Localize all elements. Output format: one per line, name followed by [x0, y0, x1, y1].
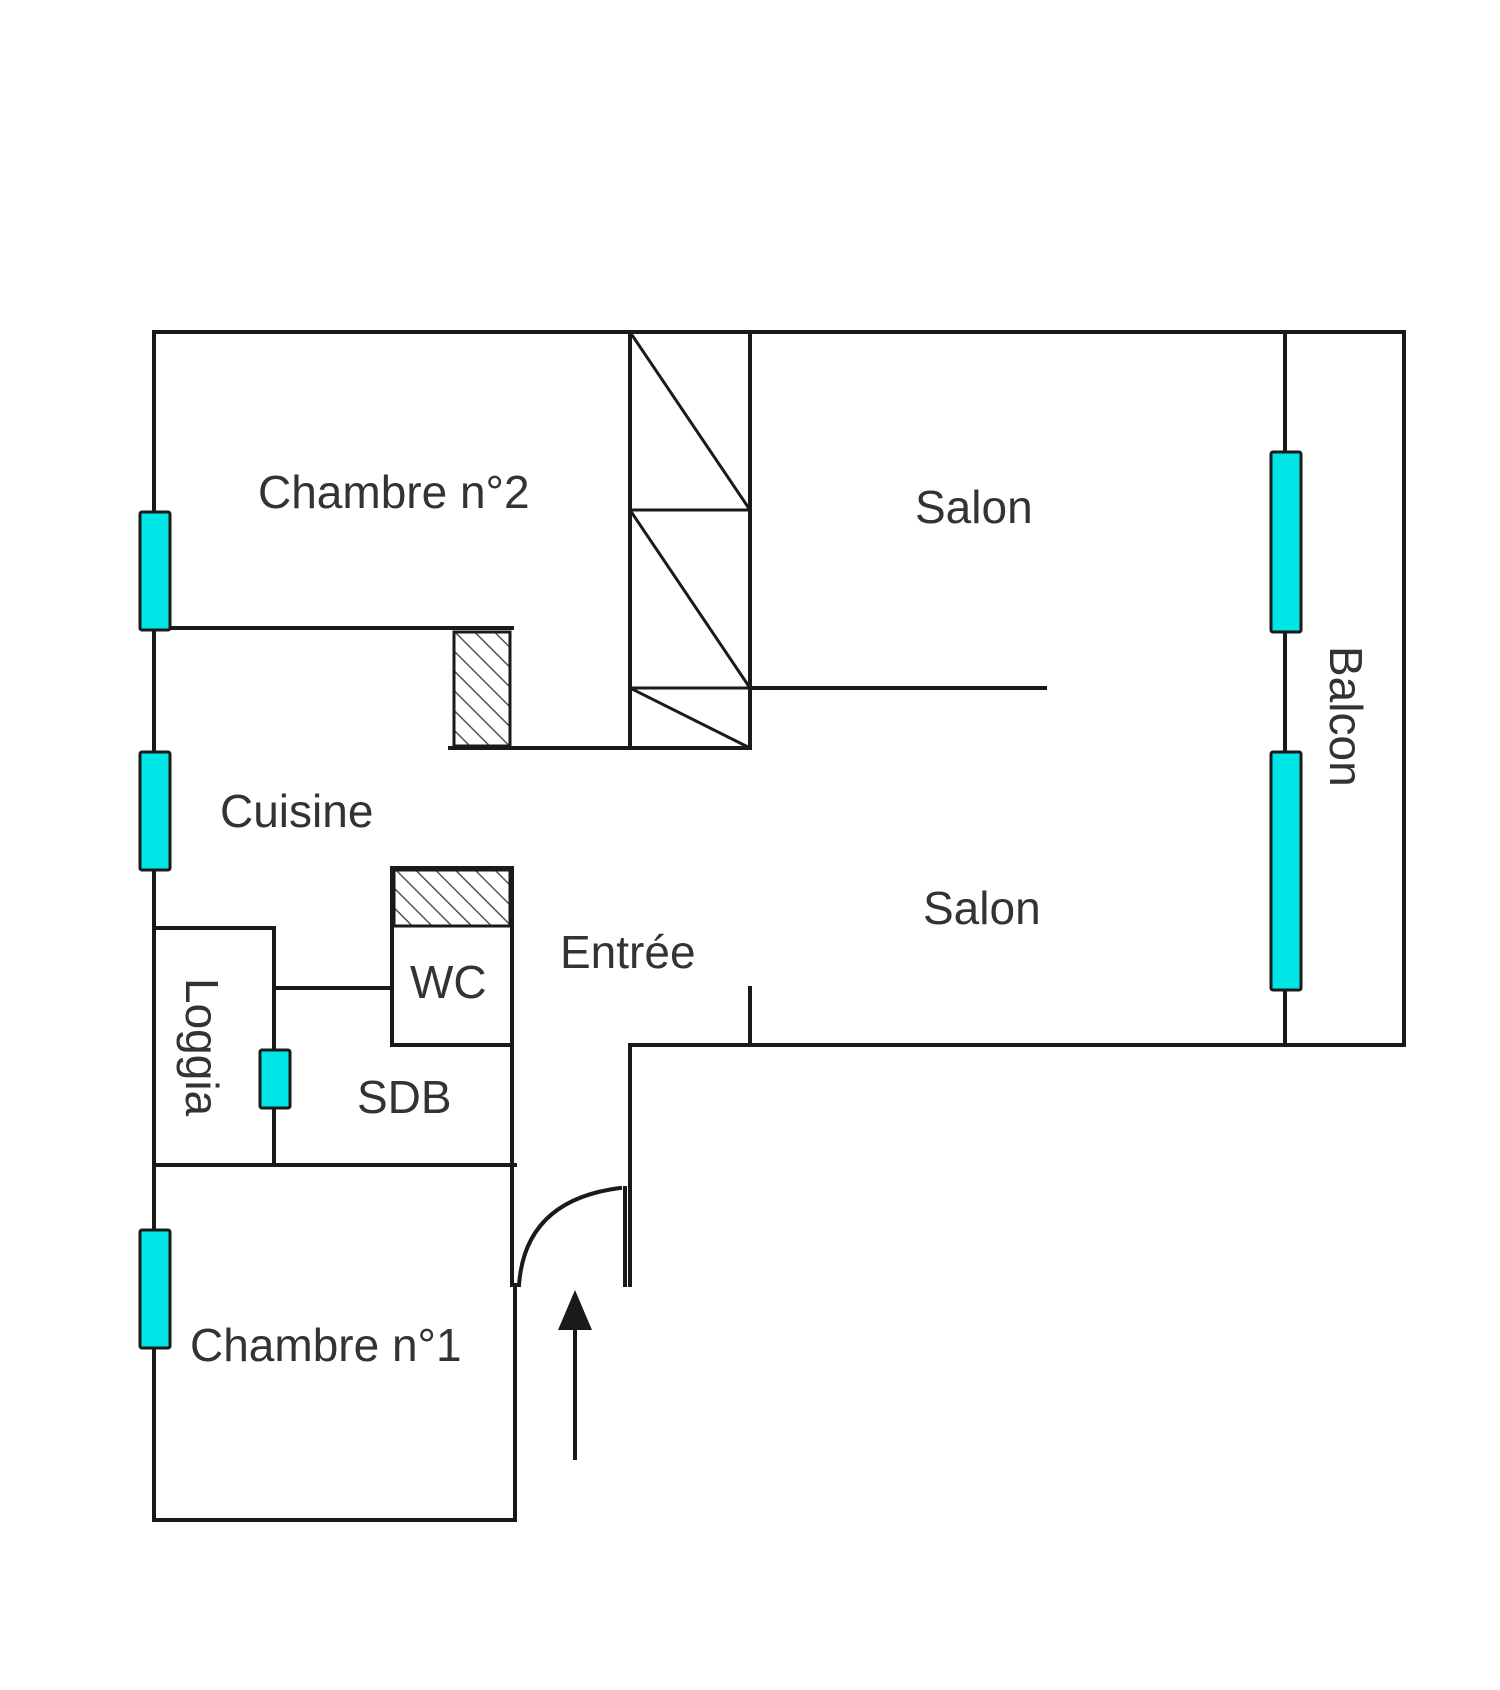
- label-cuisine: Cuisine: [220, 785, 373, 837]
- window-cuisine: [138, 750, 172, 872]
- label-wc: WC: [410, 956, 487, 1008]
- window-salon-bottom: [1269, 750, 1303, 992]
- label-chambre1: Chambre n°1: [190, 1319, 462, 1371]
- window-chambre1: [138, 1228, 172, 1350]
- windows: [138, 450, 1303, 1350]
- window-salon-top: [1269, 450, 1303, 634]
- label-chambre2: Chambre n°2: [258, 466, 530, 518]
- label-sdb: SDB: [357, 1071, 452, 1123]
- hatched-duct: [392, 868, 512, 928]
- label-entree: Entrée: [560, 926, 696, 978]
- label-balcon: Balcon: [1320, 646, 1372, 787]
- staircase: [628, 331, 752, 750]
- label-salon-bottom: Salon: [923, 882, 1041, 934]
- up-arrow-icon: [558, 1290, 592, 1460]
- label-loggia: Loggia: [176, 978, 228, 1117]
- label-salon-top: Salon: [915, 481, 1033, 533]
- hatched-column: [452, 630, 512, 748]
- interior-walls: [152, 330, 1287, 1287]
- window-chambre2: [138, 510, 172, 632]
- door-swing-icon: [516, 1185, 623, 1288]
- window-loggia: [258, 1048, 292, 1110]
